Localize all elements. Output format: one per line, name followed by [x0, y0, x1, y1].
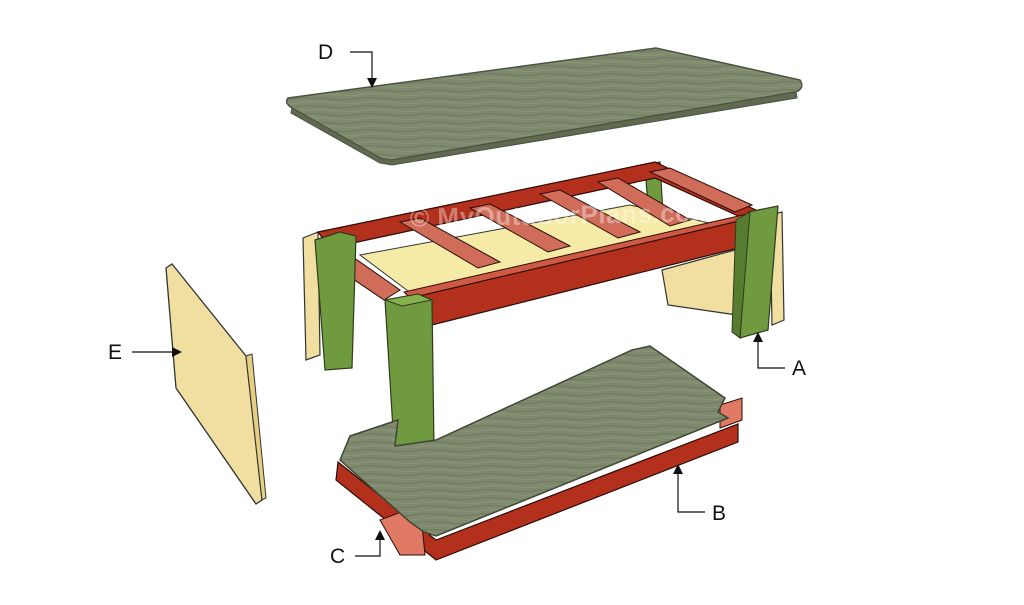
label-e: E — [108, 341, 123, 364]
leader-c — [355, 530, 385, 557]
leader-a — [753, 332, 785, 369]
leader-b — [673, 464, 705, 513]
side-panel-e — [165, 263, 267, 505]
tabletop-panel-d — [285, 47, 803, 166]
label-b: B — [712, 502, 727, 525]
base-shelf-panel — [339, 345, 730, 537]
watermark-text: © MyOutdoorPlans.com — [409, 197, 716, 233]
base-frame-b — [335, 397, 743, 561]
leader-d — [350, 51, 377, 88]
label-a: A — [792, 357, 807, 380]
label-d: D — [318, 41, 334, 64]
left-side-panel — [302, 231, 321, 361]
leader-e — [132, 347, 182, 357]
leg-front-right-a — [731, 205, 779, 339]
leg-front-left — [314, 231, 357, 371]
label-c: C — [330, 545, 346, 568]
